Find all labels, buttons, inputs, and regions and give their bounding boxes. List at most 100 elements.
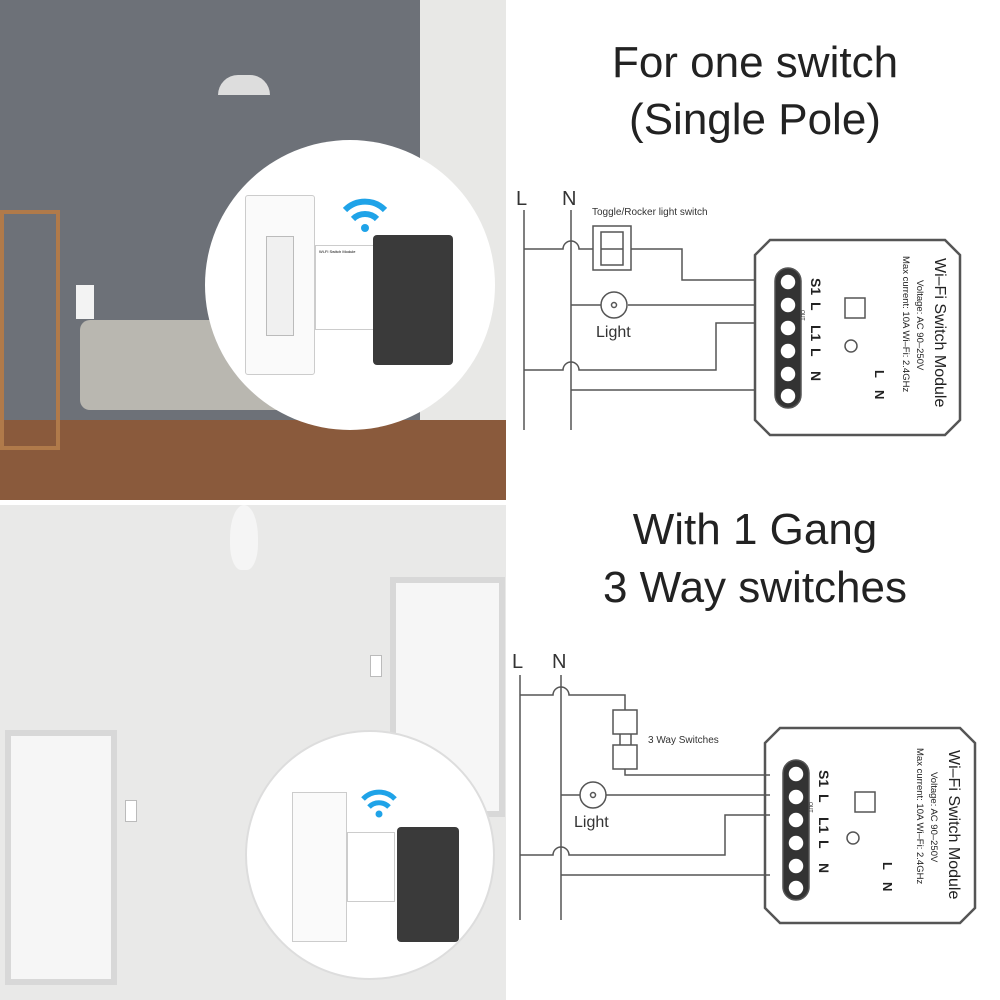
diagram-wire bbox=[787, 788, 805, 806]
title-bottom-line2: 3 Way switches bbox=[602, 563, 907, 612]
wifi-icon bbox=[342, 198, 388, 232]
callout-circle bbox=[245, 730, 495, 980]
diagram-label: S1 bbox=[816, 770, 832, 787]
3-way-switch-icon bbox=[612, 709, 638, 735]
diagram-label: L1 bbox=[808, 325, 824, 342]
diagram-label: Voltage: AC 90–250V bbox=[914, 280, 925, 371]
diagram-label: L bbox=[816, 794, 832, 803]
diagram-label: N bbox=[808, 371, 824, 381]
diagram-label: N bbox=[562, 188, 576, 210]
switch-module: Wi-Fi Switch Module bbox=[315, 245, 375, 330]
diagram-wire bbox=[367, 800, 391, 809]
diagram-wire: S1 L L1 L N OUT L N Wi–Fi Switch Module … bbox=[807, 748, 962, 899]
wifi-switch-module: S1 L L1 L N OUT L N Wi–Fi Switch Module … bbox=[763, 726, 977, 925]
diagram-wire bbox=[844, 297, 866, 319]
wifi-icon bbox=[361, 789, 397, 818]
diagram-wire bbox=[342, 198, 388, 213]
light-bulb-icon bbox=[579, 781, 607, 809]
diagram-wire bbox=[846, 831, 860, 845]
switch-module bbox=[347, 832, 395, 902]
title-bottom-line1: With 1 Gang bbox=[632, 505, 878, 554]
diagram-label: OUT bbox=[799, 310, 805, 321]
diagram-wire bbox=[524, 322, 755, 371]
diagram-wire bbox=[787, 834, 805, 852]
diagram-label: L bbox=[512, 651, 523, 673]
floor bbox=[0, 420, 508, 500]
diagram-wire bbox=[361, 789, 397, 801]
diagram-wire bbox=[524, 240, 593, 250]
toggle-switch-icon bbox=[592, 225, 632, 271]
diagram-wire bbox=[631, 248, 755, 281]
diagram-wire bbox=[779, 319, 797, 337]
junction-box bbox=[397, 827, 459, 942]
diagram-single-pole: L N Toggle/Rocker light switch Light S1 … bbox=[516, 188, 962, 437]
wall-switch-upper bbox=[370, 655, 382, 677]
diagram-label: S1 bbox=[808, 278, 824, 295]
diagram-wire bbox=[779, 342, 797, 360]
living-room-photo: Wi-Fi Switch Module bbox=[0, 0, 508, 500]
diagram-label: L bbox=[816, 840, 832, 849]
diagram-label: L1 bbox=[816, 817, 832, 834]
diagram-3-way: L N 3 Way Switches Light S1 L L1 L N OUT… bbox=[512, 651, 977, 925]
pendant-lamp bbox=[218, 75, 270, 95]
staircase-photo bbox=[0, 505, 508, 1000]
diagram-wire bbox=[350, 211, 380, 222]
diagram-wire bbox=[787, 765, 805, 783]
diagram-wire bbox=[787, 765, 805, 897]
light-bulb bbox=[230, 505, 258, 570]
diagram-wire: S1 L L1 L N OUT L N Wi–Fi Switch Module … bbox=[799, 256, 948, 407]
diagram-label: Light bbox=[596, 324, 631, 341]
title-top-line2: (Single Pole) bbox=[629, 95, 881, 144]
diagram-label: N bbox=[872, 390, 887, 399]
diagram-label: L bbox=[808, 348, 824, 357]
diagram-label: L bbox=[516, 188, 527, 210]
diagram-wire bbox=[589, 791, 597, 799]
diagram-wire bbox=[779, 365, 797, 383]
wifi-switch-module: S1 L L1 L N OUT L N Wi–Fi Switch Module … bbox=[753, 238, 962, 437]
3-way-switch-icon bbox=[612, 744, 638, 770]
diagram-wire bbox=[520, 686, 626, 710]
wall-switch bbox=[76, 285, 94, 319]
diagram-wire bbox=[787, 879, 805, 897]
diagram-wire bbox=[361, 224, 369, 232]
diagram-wire bbox=[779, 387, 797, 405]
diagram-wire bbox=[610, 301, 618, 309]
diagram-label: 3 Way Switches bbox=[648, 735, 719, 746]
diagram-label: Max current: 10A Wi–Fi: 2.4GHz bbox=[914, 748, 925, 884]
light-bulb-icon bbox=[600, 291, 628, 319]
diagram-wire bbox=[779, 296, 797, 314]
diagram-label: Toggle/Rocker light switch bbox=[592, 207, 708, 218]
diagram-wire bbox=[787, 811, 805, 829]
diagram-label: N bbox=[552, 651, 566, 673]
diagram-label: L bbox=[808, 302, 824, 311]
callout-circle: Wi-Fi Switch Module bbox=[205, 140, 495, 430]
diagram-label: L bbox=[872, 370, 887, 378]
diagram-wire bbox=[619, 734, 770, 776]
diagram-label: L bbox=[880, 862, 895, 870]
diagram-label: Voltage: AC 90–250V bbox=[928, 772, 939, 863]
diagram-label: OUT bbox=[807, 802, 813, 813]
diagram-label: Wi–Fi Switch Module bbox=[945, 750, 962, 899]
diagram-wire bbox=[763, 726, 977, 925]
diagram-label: Light bbox=[574, 814, 609, 831]
diagram-label: Max current: 10A Wi–Fi: 2.4GHz bbox=[900, 256, 911, 392]
diagram-label: Wi–Fi Switch Module bbox=[931, 258, 948, 407]
door-lower bbox=[5, 730, 117, 985]
diagram-wire bbox=[375, 810, 383, 818]
diagram-wire bbox=[844, 339, 858, 353]
shelf bbox=[0, 210, 60, 450]
junction-box bbox=[373, 235, 453, 365]
diagram-wire bbox=[779, 273, 797, 291]
diagram-wire bbox=[753, 238, 962, 437]
title-top-line1: For one switch bbox=[611, 38, 899, 87]
switch-plate bbox=[245, 195, 315, 375]
switch-plate bbox=[292, 792, 347, 942]
diagram-label: N bbox=[816, 863, 832, 873]
diagram-wire bbox=[520, 814, 770, 856]
wall-switch-lower bbox=[125, 800, 137, 822]
diagram-wire bbox=[779, 273, 797, 405]
diagram-wire bbox=[854, 791, 876, 813]
diagram-wire bbox=[787, 857, 805, 875]
diagram-label: N bbox=[880, 882, 895, 891]
